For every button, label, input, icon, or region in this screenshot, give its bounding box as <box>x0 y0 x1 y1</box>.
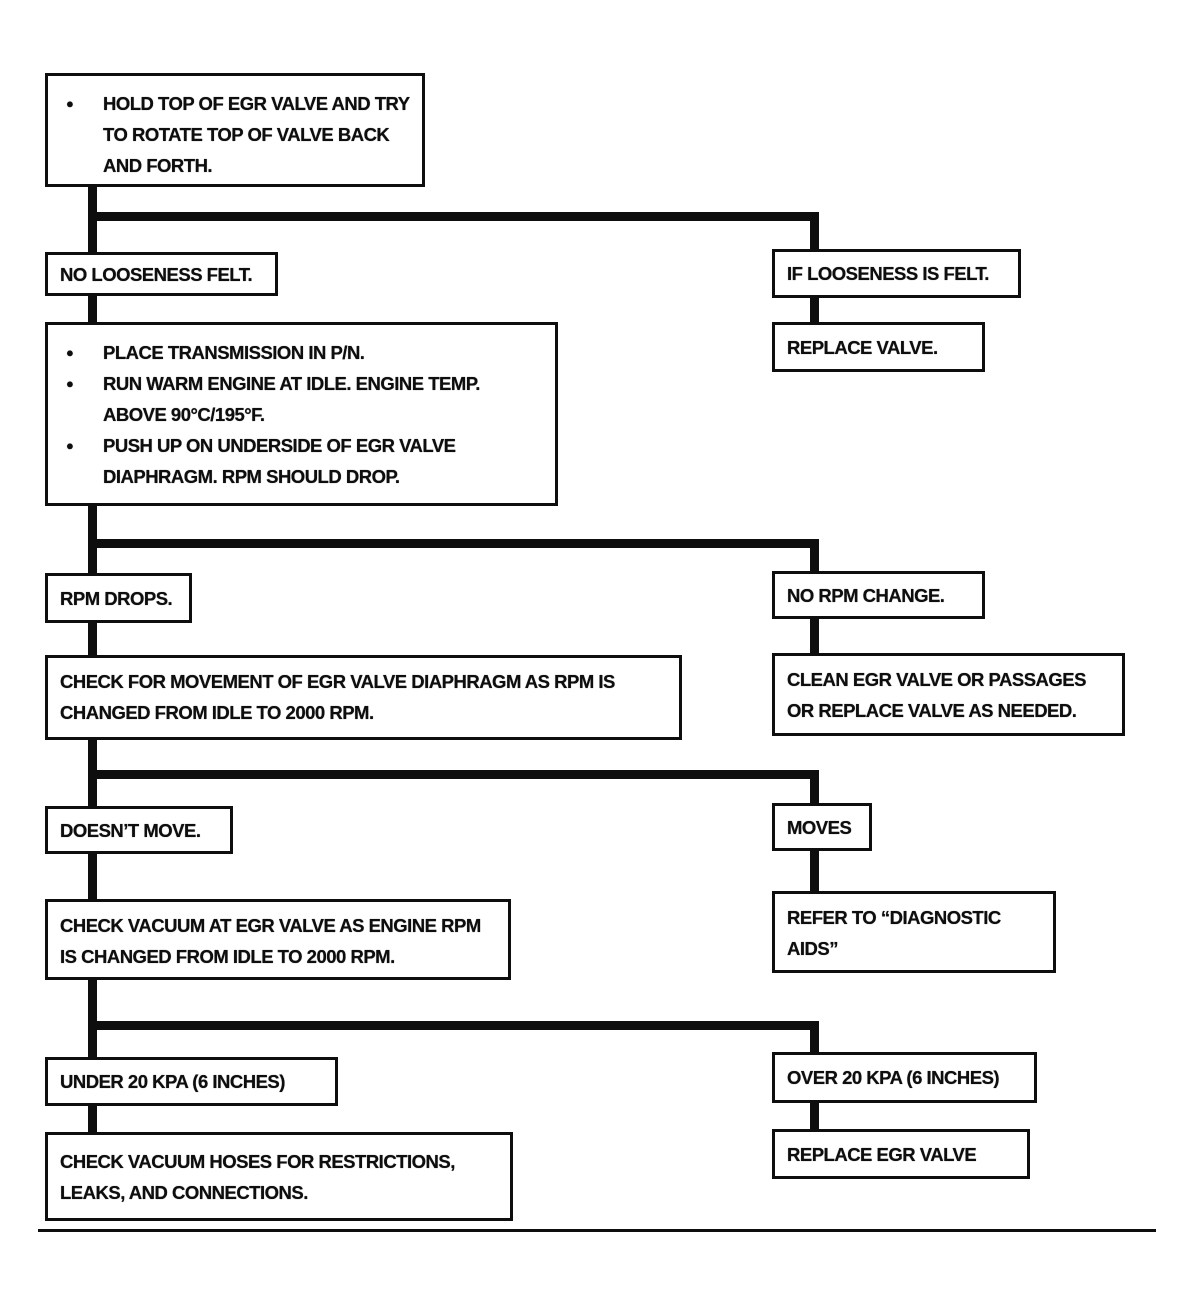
node-replace-valve: REPLACE VALVE. <box>772 322 985 372</box>
node-text: RUN WARM ENGINE AT IDLE. ENGINE TEMP. AB… <box>103 373 480 425</box>
node-no-looseness-felt: NO LOOSENESS FELT. <box>45 252 278 296</box>
node-text: CHECK FOR MOVEMENT OF EGR VALVE DIAPHRAG… <box>60 671 615 723</box>
node-under-20-kpa: UNDER 20 KPA (6 INCHES) <box>45 1057 338 1106</box>
node-text: PUSH UP ON UNDERSIDE OF EGR VALVE DIAPHR… <box>103 435 456 487</box>
branch2-horizontal-line <box>88 539 819 548</box>
node-refer-diagnostic-aids: REFER TO “DIAGNOSTIC AIDS” <box>772 891 1056 973</box>
node-text: MOVES <box>787 816 852 838</box>
node-text: DOESN’T MOVE. <box>60 819 201 841</box>
node-text: REPLACE VALVE. <box>787 336 938 358</box>
node-text: CHECK VACUUM HOSES FOR RESTRICTIONS, LEA… <box>60 1151 455 1203</box>
bullet-icon: ● <box>66 376 74 391</box>
node-text: RPM DROPS. <box>60 587 173 609</box>
branch2-right-link-line <box>810 616 819 658</box>
node-replace-egr-valve: REPLACE EGR VALVE <box>772 1129 1030 1179</box>
node-rpm-drops: RPM DROPS. <box>45 573 192 623</box>
node-text: NO LOOSENESS FELT. <box>60 263 253 285</box>
branch4-right-drop-line <box>810 1021 819 1057</box>
node-hold-egr-valve: ● HOLD TOP OF EGR VALVE AND TRY TO ROTAT… <box>45 73 425 187</box>
branch3-right-drop-line <box>810 770 819 807</box>
bullet-icon: ● <box>66 438 74 453</box>
node-no-rpm-change: NO RPM CHANGE. <box>772 571 985 619</box>
bullet-icon: ● <box>66 96 74 111</box>
branch4-horizontal-line <box>88 1021 819 1030</box>
node-check-diaphragm-movement: CHECK FOR MOVEMENT OF EGR VALVE DIAPHRAG… <box>45 655 682 740</box>
node-doesnt-move: DOESN’T MOVE. <box>45 806 233 854</box>
node-clean-egr-valve: CLEAN EGR VALVE OR PASSAGES OR REPLACE V… <box>772 653 1125 736</box>
page-bottom-rule <box>38 1229 1156 1232</box>
branch3-horizontal-line <box>88 770 819 779</box>
node-text: NO RPM CHANGE. <box>787 584 945 606</box>
node-text: CHECK VACUUM AT EGR VALVE AS ENGINE RPM … <box>60 915 481 967</box>
branch1-right-drop-line <box>810 212 819 254</box>
bullet-item: ● RUN WARM ENGINE AT IDLE. ENGINE TEMP. … <box>66 368 545 430</box>
node-text: REFER TO “DIAGNOSTIC AIDS” <box>787 907 1001 959</box>
bullet-item: ● PLACE TRANSMISSION IN P/N. <box>66 337 545 368</box>
branch3-right-link-line <box>810 848 819 896</box>
branch1-horizontal-line <box>88 212 819 221</box>
node-if-looseness-felt: IF LOOSENESS IS FELT. <box>772 249 1021 298</box>
node-check-vacuum-hoses: CHECK VACUUM HOSES FOR RESTRICTIONS, LEA… <box>45 1132 513 1221</box>
branch2-right-drop-line <box>810 539 819 576</box>
node-text: UNDER 20 KPA (6 INCHES) <box>60 1071 285 1092</box>
node-text: CLEAN EGR VALVE OR PASSAGES OR REPLACE V… <box>787 669 1087 721</box>
node-moves: MOVES <box>772 803 872 851</box>
node-text: PLACE TRANSMISSION IN P/N. <box>103 342 365 363</box>
node-run-engine-test: ● PLACE TRANSMISSION IN P/N. ● RUN WARM … <box>45 322 558 506</box>
node-text: HOLD TOP OF EGR VALVE AND TRY TO ROTATE … <box>103 93 410 176</box>
bullet-item: ● HOLD TOP OF EGR VALVE AND TRY TO ROTAT… <box>66 88 412 181</box>
node-text: OVER 20 KPA (6 INCHES) <box>787 1067 1000 1088</box>
node-check-vacuum-at-valve: CHECK VACUUM AT EGR VALVE AS ENGINE RPM … <box>45 899 511 980</box>
branch4-right-link-line <box>810 1100 819 1134</box>
bullet-item: ● PUSH UP ON UNDERSIDE OF EGR VALVE DIAP… <box>66 430 545 492</box>
node-text: IF LOOSENESS IS FELT. <box>787 263 989 284</box>
branch1-right-link-line <box>810 295 819 327</box>
bullet-icon: ● <box>66 345 74 360</box>
node-text: REPLACE EGR VALVE <box>787 1143 977 1165</box>
node-over-20-kpa: OVER 20 KPA (6 INCHES) <box>772 1052 1037 1103</box>
